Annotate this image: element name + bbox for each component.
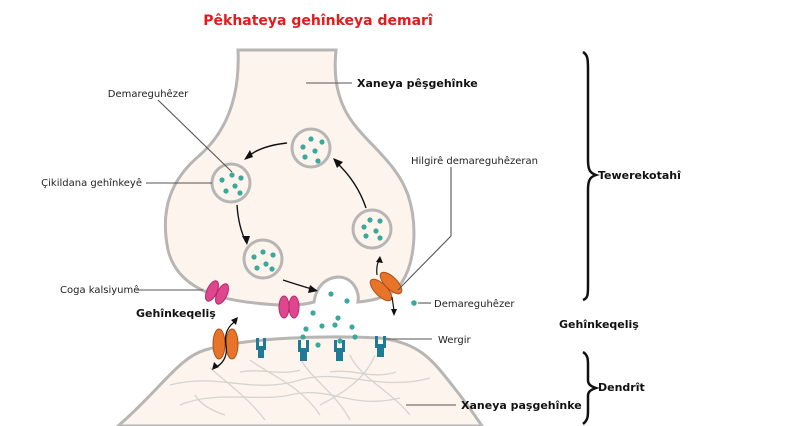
calcium-channel [278,295,300,319]
vesicle-cycle-arrowheads [242,150,343,293]
label-dendrite: Dendrît [598,381,645,394]
ion-channel-arrowheads [212,317,238,370]
braces [582,50,600,425]
receptor [375,336,386,357]
label-reuptake-pump: Hilgirê demareguhêzeran [411,155,538,167]
label-neurotransmitter-right: Demareguhêzer [434,298,515,310]
reuptake-pump [369,271,403,302]
label-synaptic-cleft-left: Gehînkeqeliş [136,307,216,320]
receptor [298,340,309,361]
dendrite-brace [582,350,600,425]
ion-channel-arrow [213,319,238,369]
diagram-title: Pêkhateya gehînkeya demarî [203,13,433,29]
label-receptor: Wergir [438,335,472,346]
receptor [256,338,266,358]
synaptic-vesicle [242,238,284,280]
dendrite-filaments [169,354,431,421]
postsynaptic-ion-channel [212,328,239,360]
neurotransmitter-legend-dot [411,300,417,306]
axon-terminal-brace [582,50,600,302]
receptor [334,340,345,361]
released-neurotransmitters [300,291,358,348]
calcium-channel [205,280,229,305]
synaptic-vesicle [210,162,252,204]
label-axon-terminal: Tewerekotahî [598,169,681,182]
presynaptic-terminal [163,48,416,307]
reuptake-arrowheads [376,256,397,316]
label-postsynaptic-cell: Xaneya paşgehînke [461,399,582,412]
label-neurotransmitter-top: Demareguhêzer [108,88,189,100]
label-synaptic-cleft-bracket: Gehînkeqeliş [559,318,639,331]
synaptic-vesicle [290,127,332,169]
label-calcium-channel: Coga kalsiyumê [60,284,139,296]
label-presynaptic-terminal: Xaneya pêşgehînke [357,77,478,90]
label-synaptic-vesicle: Çikildana gehînkeyê [41,177,142,189]
leader-lines [136,82,456,406]
synaptic-vesicle [351,208,393,250]
